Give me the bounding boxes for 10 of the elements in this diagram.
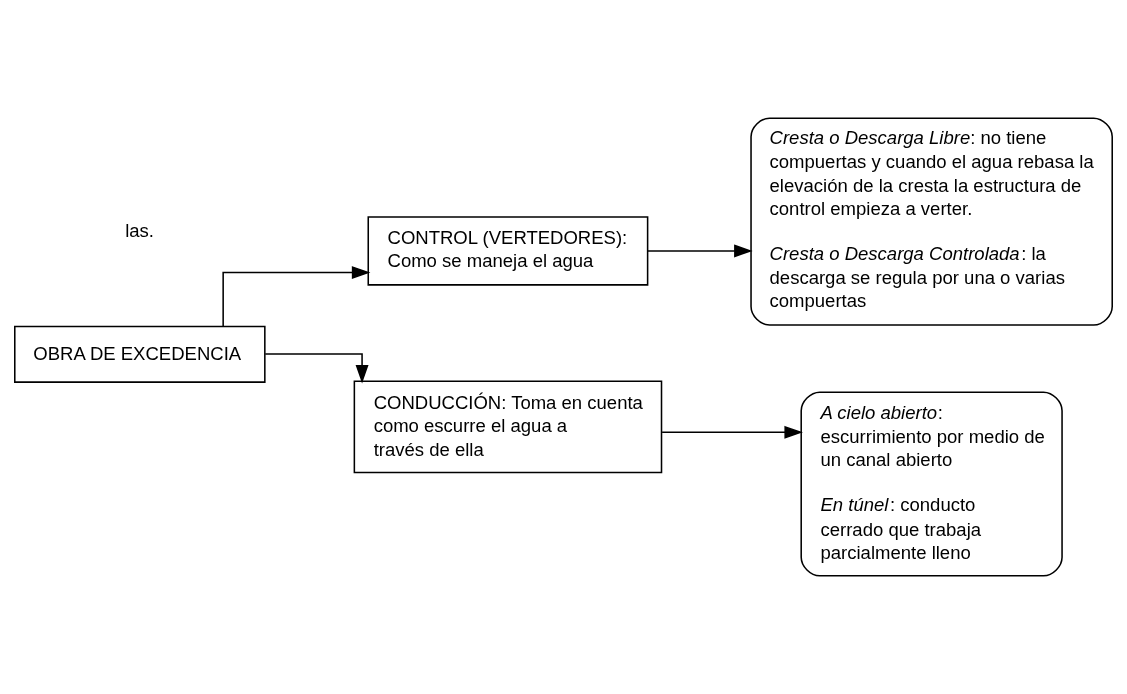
node-box: CONTROL (VERTEDORES): Como se maneja el agua — [367, 216, 649, 286]
label: las. — [125, 220, 154, 242]
arrow — [264, 353, 369, 384]
arrow — [222, 266, 371, 327]
node-box: A cielo abierto: escurrimiento por medio de un canal abierto En túnel: conducto cerrado que trabaja parcialmente lleno — [800, 391, 1063, 577]
node-box: OBRA DE EXCEDENCIA — [14, 325, 266, 383]
node-box: Cresta o Descarga Libre: no tiene compuertas y cuando el agua rebasa la elevación de la cresta la estructura de control empieza a verter. Cresta o Descarga Controlada: la descarga se regula por una o varias compuertas — [750, 117, 1113, 326]
arrow — [647, 244, 753, 258]
node-box: CONDUCCIÓN: Toma en cuenta como escurre el agua a través de ella — [353, 380, 663, 474]
arrow — [661, 425, 803, 439]
